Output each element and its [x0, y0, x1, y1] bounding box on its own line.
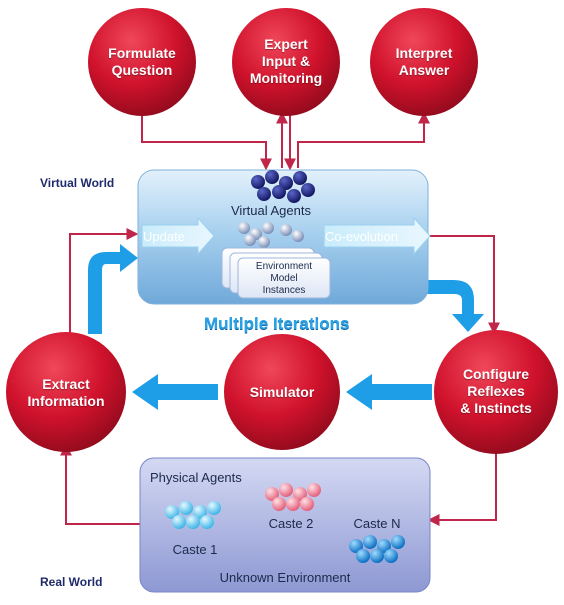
interpret-answer-label: Interpret Answer [395, 45, 453, 78]
arrow-extract-to-virtual [69, 228, 139, 334]
caste-1-agents [165, 501, 221, 529]
real-world-label: Real World [40, 575, 103, 589]
co-evolution-label: Co-evolution [325, 229, 398, 244]
caste-n-agents [349, 535, 405, 563]
virtual-agents-label: Virtual Agents [231, 203, 311, 218]
circle-formulate-question [88, 8, 196, 116]
circle-expert-input [232, 8, 340, 116]
flow-arrow-down-to-configure [424, 280, 484, 332]
caste-n-label: Caste N [353, 516, 401, 531]
formulate-question-label: Formulate Question [108, 45, 176, 78]
update-label: Update [143, 229, 185, 244]
extract-information-label: Extract Information [27, 376, 105, 409]
crimson-connectors [60, 111, 500, 526]
red-circles [6, 8, 558, 454]
arrow-physical-to-extract [60, 443, 140, 525]
virtual-world-label: Virtual World [40, 176, 115, 190]
virtual-agents-cluster [251, 170, 315, 203]
circle-interpret-answer [370, 8, 478, 116]
arrow-virtual-to-interpret [297, 111, 430, 168]
co-evolution-arrow [323, 216, 431, 256]
environment-model-stack [221, 247, 331, 299]
multiple-iterations-label: Multiple Iterations [204, 314, 350, 333]
flow-arrow-extract-up [88, 244, 138, 334]
arrow-configure-to-physical [427, 452, 497, 526]
physical-agents-label: Physical Agents [150, 470, 242, 485]
arrow-formulate-to-virtual [141, 112, 272, 171]
iteration-flow-arrows [88, 244, 484, 410]
update-arrow [141, 216, 215, 256]
flow-arrow-configure-to-simulator [346, 374, 432, 410]
unknown-environment-label: Unknown Environment [219, 570, 351, 585]
caste-1-label: Caste 1 [172, 542, 218, 557]
circle-extract-information [6, 332, 126, 452]
circle-simulator [224, 334, 340, 450]
configure-reflexes-label: Configure Reflexes & Instincts [460, 366, 532, 416]
flow-arrow-simulator-to-extract [132, 374, 218, 410]
simulator-label: Simulator [249, 384, 315, 400]
circle-configure-reflexes [434, 330, 558, 454]
caste-2-agents [265, 483, 321, 511]
virtual-agents-grey [238, 222, 304, 248]
environment-model-label: Environment Model Instances [255, 261, 313, 296]
expert-input-label: Expert Input & Monitoring [249, 36, 323, 86]
arrow-virtual-to-configure [430, 235, 500, 335]
caste-2-label: Caste 2 [268, 516, 314, 531]
